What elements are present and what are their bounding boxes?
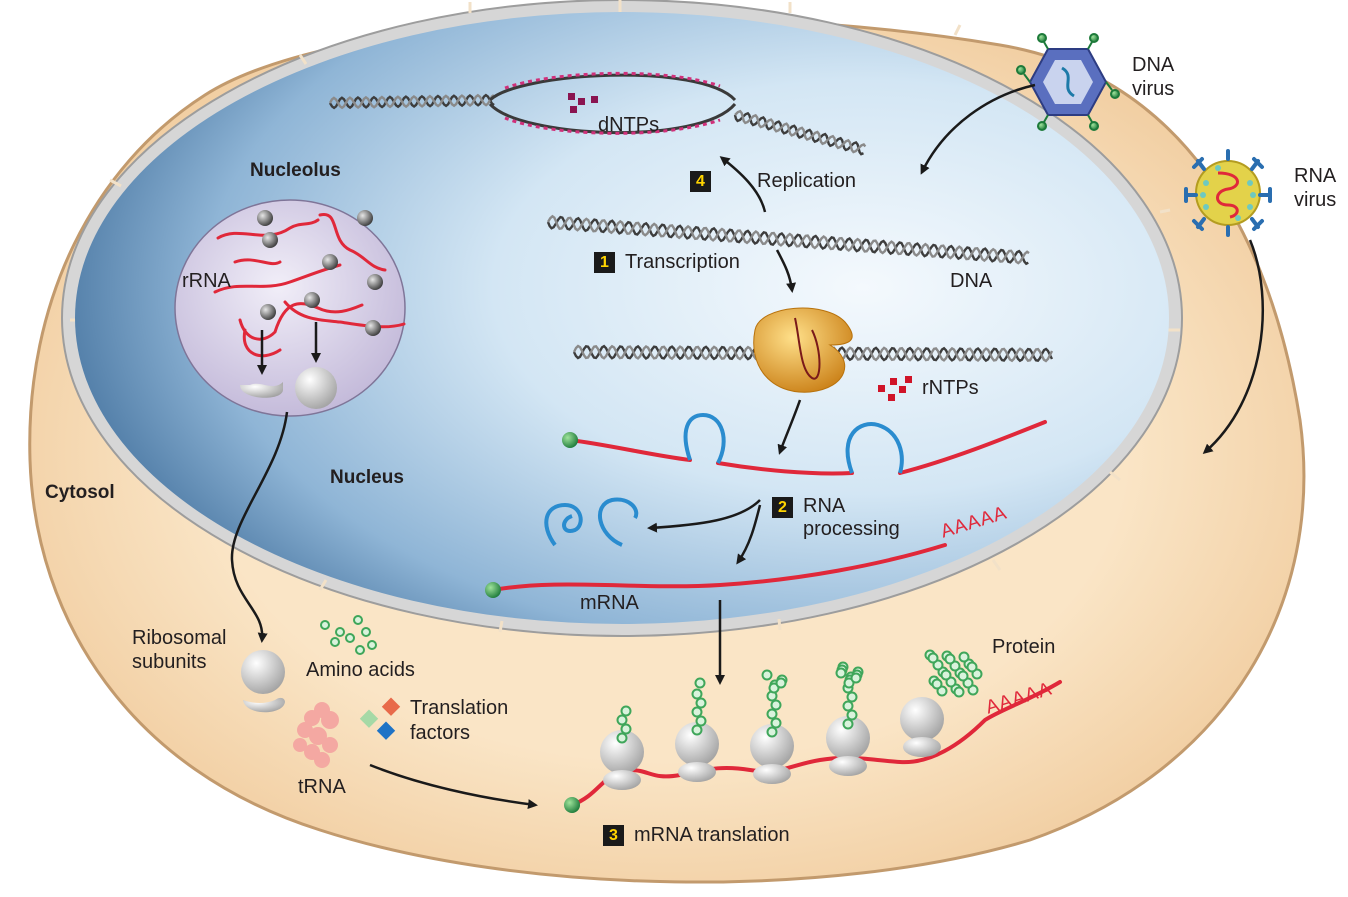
step-label-group: RNA processing <box>803 495 900 541</box>
rntps-label: rNTPs <box>922 377 979 399</box>
step-label-line-2: processing <box>803 518 900 540</box>
nascent-rna <box>794 317 821 380</box>
amino-acid-residue <box>616 732 628 744</box>
trna-blob <box>293 702 339 768</box>
amino-acid-residue <box>775 677 787 689</box>
replication-bubble <box>488 71 737 135</box>
protein-label: Protein <box>992 636 1056 658</box>
nucleoplasm <box>75 12 1169 624</box>
rna-virus-label-1: RNA <box>1294 165 1337 187</box>
amino-acid-residue <box>695 715 707 727</box>
step-label: mRNA translation <box>634 824 790 846</box>
amino-acid-residue <box>846 691 858 703</box>
amino-acid-residue <box>691 688 703 700</box>
rntps <box>878 376 912 401</box>
translating-ribosome <box>826 661 870 776</box>
amino-acid-residue <box>835 667 847 679</box>
step-number-badge: 1 <box>594 252 615 273</box>
cytosol-arrows <box>230 411 538 810</box>
5-cap-polysome <box>564 797 580 813</box>
cytosol-label: Cytosol <box>45 482 115 503</box>
dna-label: DNA <box>950 270 993 292</box>
translating-ribosome <box>750 669 794 784</box>
step-replication: 4 Replication <box>690 170 856 193</box>
translating-ribosome <box>900 697 944 757</box>
dntps-label: dNTPs <box>598 114 660 136</box>
amino-acid-residue <box>766 708 778 720</box>
step-number-badge: 2 <box>772 497 793 518</box>
dna-helix-left-replication <box>328 93 495 110</box>
polysome-ribosomes <box>600 649 983 790</box>
intron-2 <box>845 422 904 474</box>
excised-intron-1 <box>544 502 583 547</box>
amino-acid-residue <box>691 724 703 736</box>
5-cap-mrna <box>485 582 501 598</box>
small-subunit-nucleolus <box>295 367 337 409</box>
ribosomal-subunits-label-1: Ribosomal <box>132 627 227 649</box>
released-protein <box>924 649 983 698</box>
polysome-mrna <box>570 680 1062 807</box>
amino-acid-residue <box>694 677 706 689</box>
amino-acid-residue <box>842 718 854 730</box>
step-mrna-translation: 3 mRNA translation <box>603 824 790 847</box>
amino-acid-residue <box>620 705 632 717</box>
step-rna-processing: 2 RNA processing <box>772 495 900 541</box>
rna-virus-particle <box>1184 149 1272 237</box>
pre-mrna <box>568 420 1047 476</box>
dna-helix-right-replication <box>733 109 867 156</box>
amino-acid-residue <box>691 706 703 718</box>
step-label: Replication <box>757 170 856 192</box>
step-label: Transcription <box>625 251 740 273</box>
free-large-subunit <box>243 697 285 713</box>
translation-factors <box>359 697 401 740</box>
free-small-subunit <box>241 650 285 694</box>
rna-virus-label-2: virus <box>1294 189 1337 211</box>
rna-polymerase <box>753 307 853 393</box>
free-amino-acids <box>320 615 377 655</box>
step-number-badge: 3 <box>603 825 624 846</box>
amino-acid-residue <box>850 672 862 684</box>
amino-acid-residue <box>766 726 778 738</box>
rrna-label: rRNA <box>182 270 231 292</box>
nucleolus-label: Nucleolus <box>250 160 341 181</box>
dna-virus-label-2: virus <box>1132 78 1175 100</box>
excised-intron-2 <box>598 497 639 547</box>
mrna-label: mRNA <box>580 592 639 614</box>
intron-1 <box>683 412 726 464</box>
dna-virus-label-1: DNA <box>1132 54 1175 76</box>
step-number-badge: 4 <box>690 171 711 192</box>
trna-label: tRNA <box>298 776 346 798</box>
step-transcription: 1 Transcription <box>594 251 740 274</box>
amino-acid-residue <box>695 697 707 709</box>
nuclear-arrows <box>647 156 802 685</box>
nucleus-label: Nucleus <box>330 467 404 488</box>
dntps <box>568 93 598 113</box>
translating-ribosome <box>600 705 644 790</box>
5-cap-pre-mrna <box>562 432 578 448</box>
step-label-line-1: RNA <box>803 495 846 517</box>
nucleolar-proteins <box>257 210 383 336</box>
amino-acid-residue <box>846 709 858 721</box>
amino-acid-residue <box>770 699 782 711</box>
nucleolus-arrows <box>257 322 321 375</box>
translation-factors-label-2: factors <box>410 722 471 744</box>
amino-acid-residue <box>761 669 773 681</box>
mature-mrna <box>491 543 947 592</box>
translation-factors-label-1: Translation <box>410 697 509 719</box>
amino-acids-label: Amino acids <box>306 659 415 681</box>
translating-ribosome <box>675 677 719 782</box>
amino-acid-residue <box>616 714 628 726</box>
amino-acid-residue <box>842 700 854 712</box>
ribosomal-subunits-label-2: subunits <box>132 651 207 673</box>
large-subunit-nucleolus <box>240 382 283 398</box>
rrna-strands <box>213 213 406 358</box>
virus-arrows <box>920 83 1264 454</box>
dna-helix-transcription <box>546 214 1030 266</box>
dna-virus-particle <box>1016 33 1120 131</box>
amino-acid-residue <box>770 717 782 729</box>
amino-acid-residue <box>620 723 632 735</box>
